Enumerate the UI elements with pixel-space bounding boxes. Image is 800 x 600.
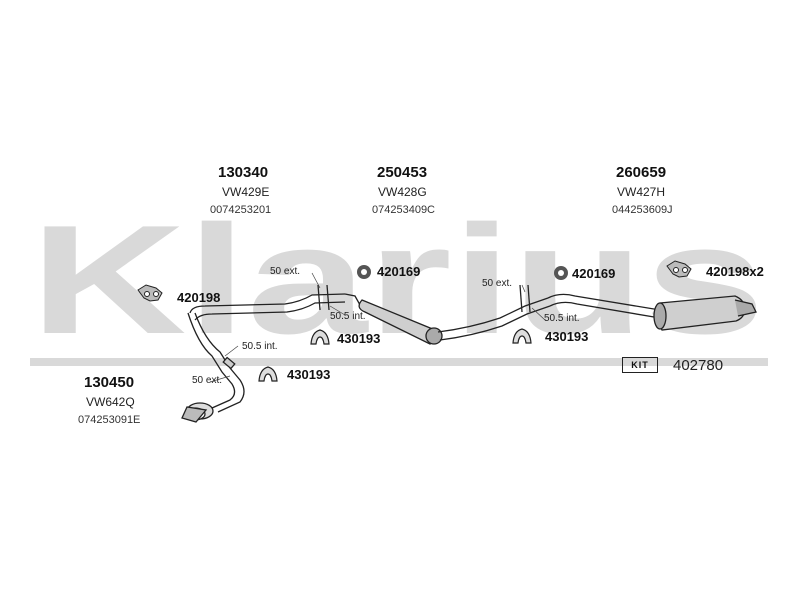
dim-int-front: 50.5 int. <box>242 341 278 352</box>
rubber-ring-mid-icon <box>357 265 371 279</box>
front-downpipe <box>181 312 245 423</box>
fitting-clamp-mid: 430193 <box>337 331 381 346</box>
part-number-260659: 260659 <box>616 164 667 181</box>
dim-int-right: 50.5 int. <box>544 313 580 324</box>
ref-vw429e: VW429E <box>222 185 270 199</box>
ref-vw427h: VW427H <box>617 185 666 199</box>
watermark-logo: Klarius <box>30 193 765 366</box>
dim-ext-mid: 50 ext. <box>270 266 301 277</box>
fitting-hanger-left: 420198 <box>177 290 221 305</box>
dimension-leaders <box>209 272 546 383</box>
centre-pipe <box>189 284 346 321</box>
fitting-hanger-right: 420198x2 <box>706 264 764 279</box>
clamp-front-icon <box>258 366 278 382</box>
fitting-clamp-right: 430193 <box>545 329 589 344</box>
dim-ext-right: 50 ext. <box>482 278 513 289</box>
part-number-250453: 250453 <box>377 164 428 181</box>
middle-silencer <box>344 284 551 345</box>
fitting-ring-mid: 420169 <box>377 264 421 279</box>
ref-vw428g: VW428G <box>378 185 427 199</box>
dim-ext-front: 50 ext. <box>192 375 223 386</box>
fitting-clamp-front: 430193 <box>287 367 331 382</box>
clamp-right-icon <box>512 328 532 344</box>
part-number-130340: 130340 <box>218 164 269 181</box>
klarius-watermark: Klarius <box>30 193 768 366</box>
dim-int-mid: 50.5 int. <box>330 311 366 322</box>
kit-badge: KIT <box>622 357 658 373</box>
rubber-ring-right-icon <box>554 266 568 280</box>
kit-number: 402780 <box>673 357 724 374</box>
oe-044253609j: 044253609J <box>612 204 673 216</box>
clamp-mid-icon <box>310 329 330 345</box>
ref-vw642q: VW642Q <box>86 395 135 409</box>
hanger-left-icon <box>137 284 163 302</box>
oe-074253091e: 074253091E <box>78 414 141 426</box>
rear-silencer <box>547 293 757 331</box>
fitting-ring-right: 420169 <box>572 266 616 281</box>
part-number-130450: 130450 <box>84 374 135 391</box>
oe-0074253201: 0074253201 <box>210 204 272 216</box>
oe-074253409c: 074253409C <box>372 204 436 216</box>
hanger-right-icon <box>666 260 692 278</box>
